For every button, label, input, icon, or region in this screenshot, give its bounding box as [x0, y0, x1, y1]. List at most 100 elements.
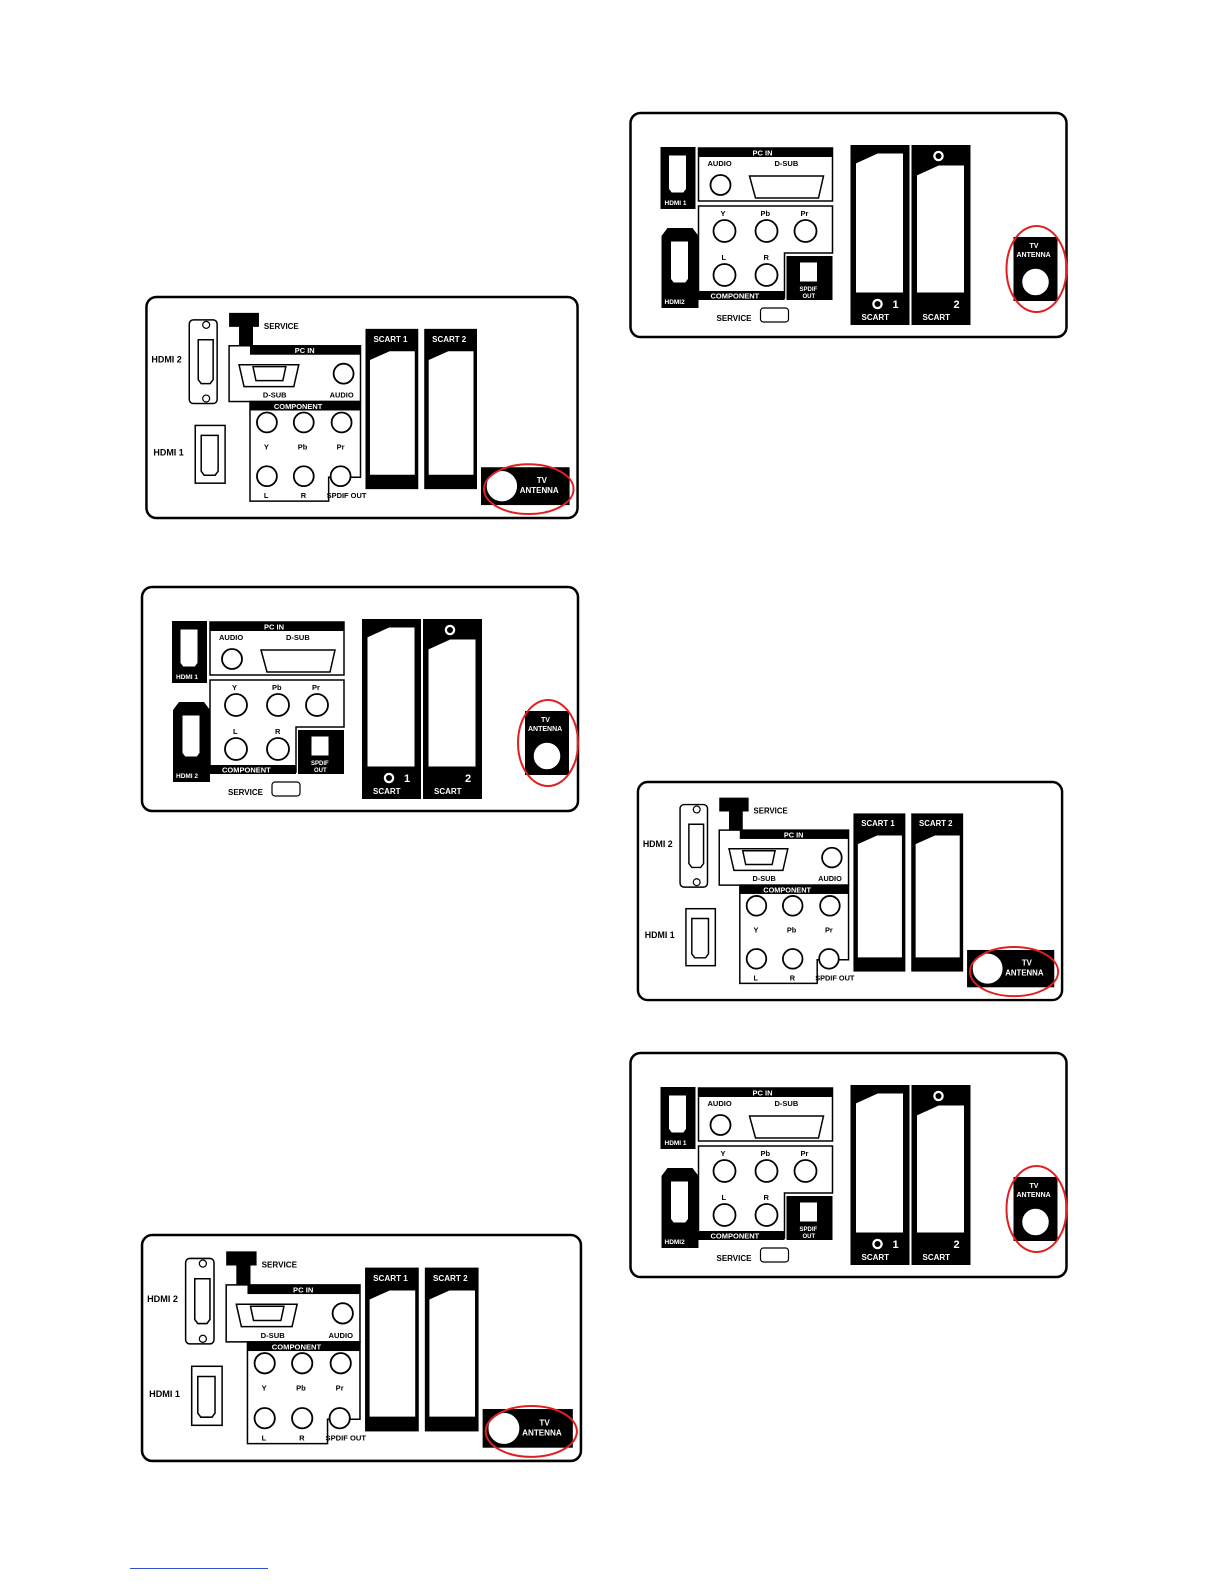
rca-jack-icon[interactable] — [754, 219, 779, 243]
rca-jack-icon[interactable] — [332, 362, 355, 385]
hdmi-port-icon[interactable] — [197, 1375, 216, 1418]
rca-jack-icon[interactable] — [329, 1352, 352, 1375]
hdmi-port-icon[interactable] — [197, 339, 214, 385]
scart1-label: SCART — [862, 1253, 890, 1262]
svg-text:Pb: Pb — [272, 683, 282, 692]
pc-in-label: PC IN — [293, 1286, 313, 1295]
scart1-label: SCART — [373, 787, 401, 796]
optical-port-icon[interactable] — [818, 948, 840, 970]
rca-jack-icon[interactable] — [291, 1407, 314, 1430]
vga-port-icon[interactable] — [260, 649, 336, 673]
vga-port-icon[interactable] — [748, 1115, 825, 1139]
scart-port-icon[interactable] — [427, 638, 477, 768]
optical-port-icon[interactable] — [329, 465, 352, 488]
scart1-label: SCART — [862, 313, 890, 322]
rca-jack-icon[interactable] — [224, 737, 248, 761]
rca-jack-icon[interactable] — [754, 1159, 779, 1183]
rca-jack-icon[interactable] — [330, 411, 353, 434]
scart-port-icon[interactable] — [368, 350, 416, 476]
pc-in-label: PC IN — [295, 346, 315, 355]
rca-jack-icon[interactable] — [754, 1203, 779, 1227]
svg-text:TV: TV — [539, 1418, 550, 1427]
hdmi-port-icon[interactable] — [688, 823, 705, 869]
rca-jack-icon[interactable] — [291, 1352, 314, 1375]
rca-jack-icon[interactable] — [793, 1159, 818, 1183]
svg-text:R: R — [299, 1434, 305, 1443]
service-port-icon[interactable] — [271, 781, 301, 797]
rca-jack-icon[interactable] — [292, 465, 315, 488]
antenna-label: ANTENNA — [528, 726, 562, 733]
hdmi-port-icon[interactable] — [670, 240, 689, 284]
hdmi-port-icon[interactable] — [193, 1278, 211, 1325]
optical-port-icon[interactable] — [799, 1201, 818, 1223]
rca-jack-icon[interactable] — [712, 1159, 737, 1183]
rca-jack-icon[interactable] — [793, 219, 818, 243]
hdmi-port-icon[interactable] — [179, 628, 199, 668]
optical-port-icon[interactable] — [310, 735, 330, 757]
antenna-label: ANTENNA — [1005, 968, 1044, 977]
pc-in-label: PC IN — [264, 623, 284, 632]
rca-jack-icon[interactable] — [712, 1203, 737, 1227]
antenna-jack-icon[interactable] — [1020, 1207, 1051, 1237]
rca-jack-icon[interactable] — [709, 174, 732, 196]
rca-jack-icon[interactable] — [256, 411, 278, 434]
service-port-icon[interactable] — [719, 797, 749, 836]
optical-port-icon[interactable] — [799, 261, 818, 283]
rca-jack-icon[interactable] — [745, 895, 768, 917]
hdmi-port-icon[interactable] — [200, 434, 219, 476]
scart2-label: SCART — [923, 313, 951, 322]
antenna-jack-icon[interactable] — [1020, 267, 1051, 297]
service-port-icon[interactable] — [226, 1251, 257, 1290]
optical-port-icon[interactable] — [328, 1407, 351, 1430]
service-port-icon[interactable] — [759, 307, 790, 323]
rca-jack-icon[interactable] — [782, 895, 804, 917]
rca-jack-icon[interactable] — [709, 1114, 732, 1136]
vga-port-icon[interactable] — [748, 175, 825, 199]
scart-port-icon[interactable] — [916, 1104, 965, 1234]
rca-jack-icon[interactable] — [253, 1407, 276, 1430]
service-port-icon[interactable] — [759, 1247, 790, 1263]
rca-jack-icon[interactable] — [331, 1302, 354, 1325]
hdmi-port-icon[interactable] — [668, 154, 687, 194]
svg-text:Pr: Pr — [312, 683, 320, 692]
rca-jack-icon[interactable] — [782, 948, 804, 970]
rca-jack-icon[interactable] — [712, 263, 737, 287]
rca-jack-icon[interactable] — [266, 737, 290, 761]
scart-port-icon[interactable] — [855, 152, 904, 294]
scart-port-icon[interactable] — [366, 626, 416, 768]
rca-jack-icon[interactable] — [754, 263, 779, 287]
pc-in-label: PC IN — [784, 830, 804, 839]
rca-jack-icon[interactable] — [292, 411, 315, 434]
service-port-icon[interactable] — [229, 312, 259, 351]
hdmi-port-icon[interactable] — [668, 1094, 687, 1134]
hdmi-port-icon[interactable] — [670, 1180, 689, 1224]
scart-port-icon[interactable] — [855, 1092, 904, 1234]
scart-port-icon[interactable] — [916, 164, 965, 294]
rca-jack-icon[interactable] — [256, 465, 278, 488]
hdmi1-label: HDMI 1 — [149, 1389, 180, 1399]
hdmi-port-icon[interactable] — [181, 714, 201, 758]
antenna-highlight — [482, 463, 575, 516]
rca-jack-icon[interactable] — [253, 1352, 276, 1375]
dsub-label: D-SUB — [286, 633, 310, 642]
scart-port-icon[interactable] — [427, 350, 475, 476]
rca-jack-icon[interactable] — [221, 648, 243, 670]
rca-jack-icon[interactable] — [819, 895, 841, 917]
rca-jack-icon[interactable] — [224, 693, 248, 717]
hdmi-port-icon[interactable] — [691, 917, 710, 959]
rca-jack-icon[interactable] — [821, 846, 843, 869]
antenna-highlight — [969, 946, 1060, 998]
rca-jack-icon[interactable] — [266, 693, 290, 717]
service-label: SERVICE — [228, 788, 264, 797]
svg-text:TV: TV — [537, 476, 548, 485]
scart-port-icon[interactable] — [428, 1289, 477, 1418]
rca-jack-icon[interactable] — [712, 219, 737, 243]
panel-a-diagram: HDMI 2 SERVICE PC IN D-SUB AUDIO COMPONE… — [140, 1233, 583, 1463]
antenna-highlight — [517, 699, 579, 787]
rca-jack-icon[interactable] — [745, 948, 768, 970]
scart-port-icon[interactable] — [368, 1289, 417, 1418]
scart-port-icon[interactable] — [856, 834, 903, 959]
rca-jack-icon[interactable] — [305, 693, 329, 717]
antenna-jack-icon[interactable] — [532, 741, 562, 771]
scart-port-icon[interactable] — [914, 834, 961, 959]
